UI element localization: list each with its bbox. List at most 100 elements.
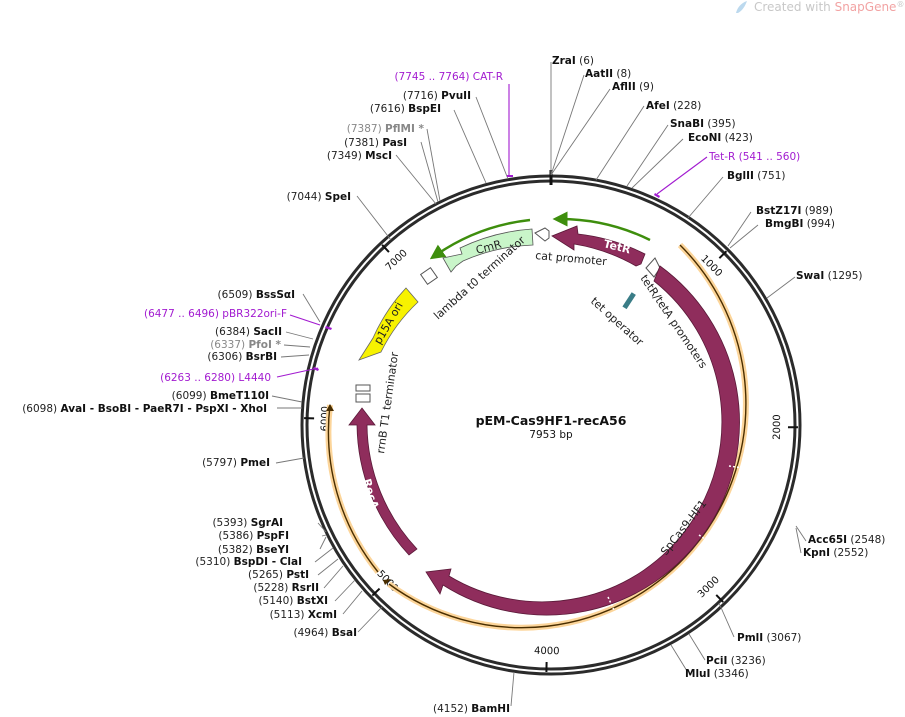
enzyme-label[interactable]: (5310) BspDI - ClaI [195,556,302,568]
enzyme-name: RsrII [292,582,319,594]
enzyme-position: (5393) [212,517,250,529]
enzyme-label[interactable]: AatII (8) [585,68,631,80]
enzyme-label[interactable]: Acc65I (2548) [808,534,885,546]
enzyme-name: PmlI [737,632,763,644]
enzyme-label[interactable]: SwaI (1295) [796,270,863,282]
enzyme-position: (3067) [763,632,801,644]
enzyme-position: (4152) [433,703,471,715]
enzyme-name: BstXI [297,595,328,607]
promoter-arrows [429,211,651,260]
enzyme-label[interactable]: (5265) PstI [248,569,309,581]
enzyme-label[interactable]: ZraI (6) [552,55,594,67]
enzyme-label[interactable]: (5140) BstXI [258,595,328,607]
enzyme-label[interactable]: (5228) RsrII [253,582,319,594]
enzyme-label[interactable]: (6099) BmeT110I [172,390,269,402]
enzyme-position: (6384) [215,326,253,338]
feature-tetr[interactable]: TetR [551,225,646,267]
feature-cas9[interactable]: SpCas9-HF1 [425,265,744,616]
enzyme-label[interactable]: (5113) XcmI [270,609,337,621]
enzyme-position: (423) [721,132,753,144]
feature-p15a-ori[interactable]: p15A ori [358,287,419,361]
tick-mark [715,594,724,603]
enzyme-label[interactable]: SnaBI (395) [670,118,736,130]
enzyme-position: (7616) [370,103,408,115]
primer-label[interactable]: (7745 .. 7764) CAT-R [394,71,503,83]
enzyme-position: (2552) [830,547,868,559]
enzyme-position: (9) [636,81,654,93]
enzyme-label[interactable]: (6306) BsrBI [207,351,277,363]
enzyme-label[interactable]: (7044) SpeI [287,191,351,203]
leader-lines [271,62,807,707]
site-labels: ZraI (6)AatII (8)AflII (9) AfeI (228) SnaB… [22,55,885,715]
enzyme-name: Acc65I [808,534,847,546]
enzyme-label[interactable]: (6384) SacII [215,326,282,338]
enzyme-position: (3346) [710,668,748,680]
tick-mark [718,250,728,259]
primer-range: (6263 .. 6280) [160,372,238,384]
enzyme-position: (5386) [218,530,256,542]
enzyme-label[interactable]: (4152) BamHI [433,703,510,715]
enzyme-name: KpnI [803,547,830,559]
enzyme-name: AatII [585,68,613,80]
enzyme-name: BglII [727,170,754,182]
enzyme-position: (5113) [270,609,308,621]
feature-tet-operator[interactable]: tet operator [588,292,646,349]
enzyme-position: (5228) [253,582,291,594]
enzyme-label[interactable]: AfeI (228) [646,100,701,112]
enzyme-name: MluI [685,668,710,680]
enzyme-name: ZraI [552,55,576,67]
enzyme-name: BssSαI [256,289,295,301]
enzyme-label[interactable]: MluI (3346) [685,668,749,680]
rrnb-terminator-label: rrnB T1 terminator [374,351,401,455]
svg-text:Created with SnapGene®: Created with SnapGene® [754,0,904,14]
primer-label[interactable]: (6263 .. 6280) L4440 [160,372,271,384]
primer-label[interactable]: Tet-R (541 .. 560) [708,151,800,163]
enzyme-position: (5140) [258,595,296,607]
enzyme-name: AfeI [646,100,670,112]
enzyme-label[interactable]: (5797) PmeI [202,457,270,469]
enzyme-label[interactable]: (5393) SgrAI [212,517,283,529]
enzyme-name: PvuII [441,90,471,102]
enzyme-label[interactable]: BglII (751) [727,170,786,182]
enzyme-position: (6099) [172,390,210,402]
primer-name: Tet-R [708,151,739,163]
enzyme-label[interactable]: (6509) BssSαI [218,289,295,301]
enzyme-position: (2548) [847,534,885,546]
enzyme-label[interactable]: AflII (9) [612,81,654,93]
enzyme-name: AflII [612,81,636,93]
enzyme-label[interactable]: (4964) BsaI [293,627,357,639]
enzyme-label[interactable]: (7349) MscI [327,150,392,162]
enzyme-label[interactable]: (5382) BseYI [218,544,289,556]
enzyme-label[interactable]: (7387) PflMI * [347,123,425,135]
enzyme-label[interactable]: (7716) PvuII [403,90,471,102]
enzyme-position: (7044) [287,191,325,203]
enzyme-name: BsaI [332,627,357,639]
enzyme-label[interactable]: (6098) AvaI - BsoBI - PaeR7I - PspXI - X… [22,403,267,415]
plasmid-name: pEM-Cas9HF1-recA56 [476,413,627,428]
enzyme-label[interactable]: PmlI (3067) [737,632,801,644]
primer-range: (7745 .. 7764) [394,71,472,83]
enzyme-position: (6) [576,55,594,67]
enzyme-name: SnaBI [670,118,704,130]
enzyme-label[interactable]: (7616) BspEI [370,103,441,115]
primer-name: L4440 [238,372,271,384]
enzyme-label[interactable]: (7381) PasI [344,137,407,149]
enzyme-label[interactable]: (6337) PfoI * [210,339,281,351]
enzyme-label[interactable]: PciI (3236) [706,655,766,667]
feature-cat-promoter[interactable]: cat promoter [534,227,608,268]
primer-label[interactable]: (6477 .. 6496) pBR322ori-F [144,308,287,320]
enzyme-label[interactable]: EcoNI (423) [688,132,753,144]
enzyme-position: (6306) [207,351,245,363]
enzyme-label[interactable]: BmgBI (994) [765,218,835,230]
enzyme-name: BspDI - ClaI [234,556,302,568]
enzyme-position: (395) [704,118,736,130]
primer-range: (6477 .. 6496) [144,308,222,320]
enzyme-position: (989) [801,205,833,217]
enzyme-position: (5797) [202,457,240,469]
enzyme-position: (228) [670,100,702,112]
enzyme-label[interactable]: (5386) PspFI [218,530,289,542]
tet-operator-label: tet operator [588,295,646,349]
enzyme-label[interactable]: BstZ17I (989) [756,205,833,217]
enzyme-label[interactable]: KpnI (2552) [803,547,868,559]
enzyme-position: (3236) [727,655,765,667]
